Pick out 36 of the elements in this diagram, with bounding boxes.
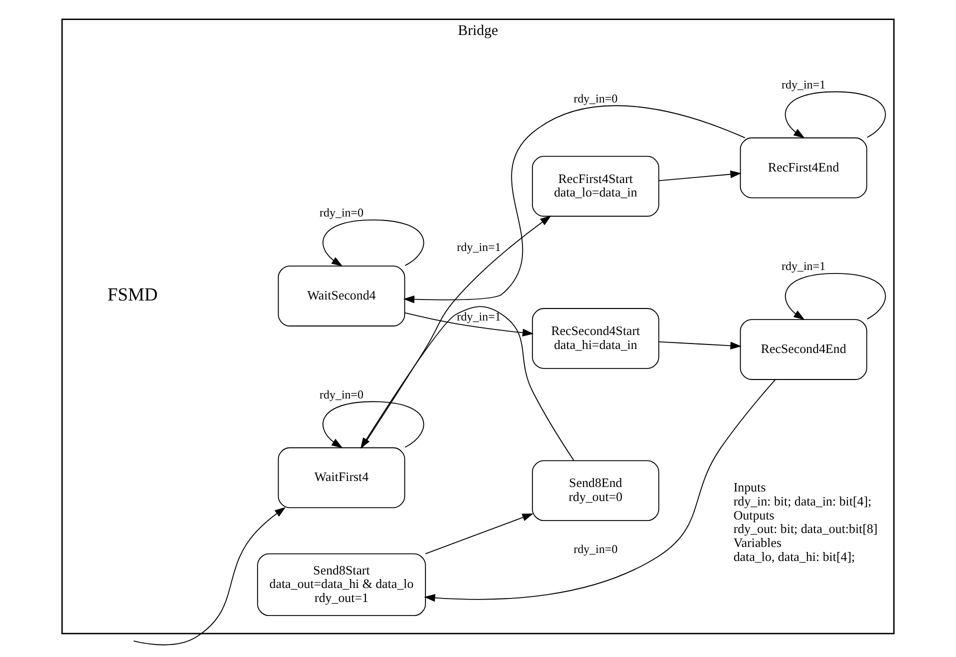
arrow	[133, 507, 286, 646]
node-box: RecSecond4Start data_hi=data_in	[532, 308, 660, 369]
edge-label: rdy_in=1	[782, 77, 826, 92]
label: Inputs	[733, 480, 766, 495]
edge-label: rdy_in=0	[574, 542, 618, 556]
label: Outputs	[733, 507, 774, 522]
node-box: Send8Start data_out=data_hi & data_lo rdy_out=1	[257, 553, 426, 616]
node-box: Send8End rdy_out=0	[532, 460, 660, 522]
edge-label: rdy_in=0	[320, 206, 364, 220]
arrow	[322, 401, 424, 448]
arrow	[784, 272, 886, 320]
arrow	[362, 216, 552, 448]
label: data_lo, data_hi: bit[4];	[733, 548, 855, 564]
node-box: RecFirst4End	[740, 137, 868, 198]
arrow	[424, 379, 776, 602]
edge-label: rdy_in=0	[574, 92, 618, 106]
node-label: FSMD	[108, 284, 158, 305]
label: Variables	[733, 535, 782, 550]
node-box: RecFirst4Start data_lo=data_in	[532, 156, 660, 217]
arrow	[658, 341, 742, 350]
node-box: RecSecond4End	[740, 319, 868, 380]
node-box: WaitFirst4	[278, 447, 406, 508]
arrow	[403, 105, 746, 304]
node-box: WaitSecond4	[278, 266, 406, 326]
arrow	[658, 170, 742, 182]
edge-label: rdy_in=1	[456, 309, 501, 324]
arrow	[360, 306, 574, 461]
label: rdy_in: bit; data_in: bit[4];	[733, 494, 872, 509]
edge-label: rdy_in=1	[456, 240, 501, 254]
arrow	[784, 91, 886, 138]
label: rdy_out: bit; data_out:bit[8]	[733, 521, 878, 536]
arrow	[404, 312, 534, 336]
arrow	[322, 219, 424, 266]
arrow	[424, 513, 534, 554]
edge-label: rdy_in=0	[320, 387, 364, 402]
edge-label: rdy_in=1	[782, 259, 826, 274]
